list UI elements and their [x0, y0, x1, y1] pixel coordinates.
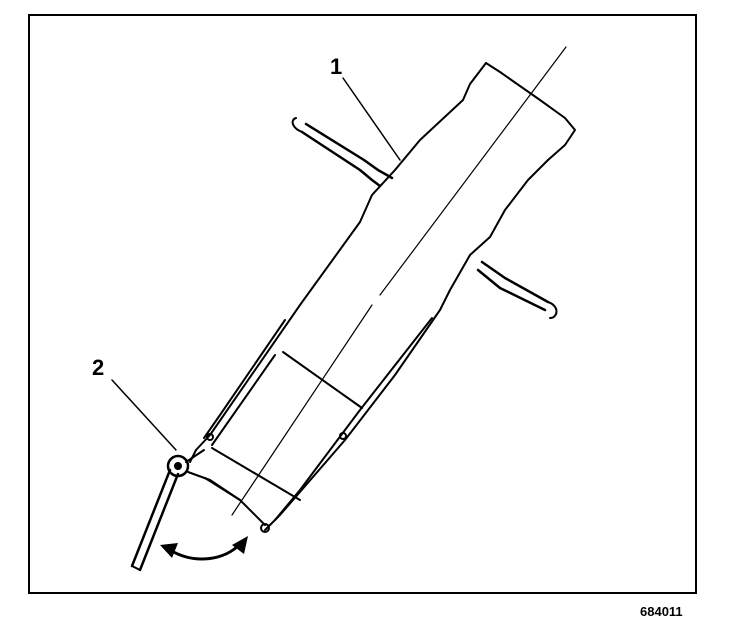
- mount-bracket-upper-left: [300, 122, 394, 188]
- mount-hook-upper-left: [291, 117, 303, 133]
- column-bottom-pivot: [260, 523, 270, 533]
- tool-head: [166, 454, 190, 478]
- column-tube-top-cap: [485, 62, 576, 161]
- rotation-arrowhead-left: [160, 543, 178, 558]
- sleeve-band-lower: [211, 447, 301, 501]
- rotation-arrowhead-right: [232, 536, 248, 554]
- sleeve-edge-left: [211, 354, 276, 446]
- column-bottom-end: [189, 449, 266, 526]
- mount-bracket-lower-right: [476, 260, 550, 312]
- tool-head-pin: [174, 462, 182, 470]
- mount-hook-lower-right: [547, 301, 558, 319]
- column-tube-right-edge: [264, 159, 549, 531]
- tool-handle-end: [131, 565, 141, 571]
- column-centerline: [379, 46, 567, 296]
- column-inner-line-right: [274, 317, 433, 521]
- tool-handle: [130, 468, 180, 572]
- column-centerline-lower: [231, 304, 373, 516]
- side-fastener-lower: [339, 432, 347, 440]
- callout-label-1: 1: [330, 54, 343, 79]
- figure-number: 684011: [640, 604, 683, 619]
- side-fastener-upper: [206, 433, 214, 441]
- column-inner-line-left: [203, 319, 286, 439]
- diagram-frame: [28, 14, 697, 594]
- tool-arm: [185, 449, 241, 501]
- rotation-arrow: [168, 542, 242, 561]
- callout-1-leader: [342, 77, 401, 161]
- callout-2-leader: [111, 379, 177, 451]
- column-tube-left-edge: [195, 62, 487, 451]
- callout-label-2: 2: [92, 355, 105, 380]
